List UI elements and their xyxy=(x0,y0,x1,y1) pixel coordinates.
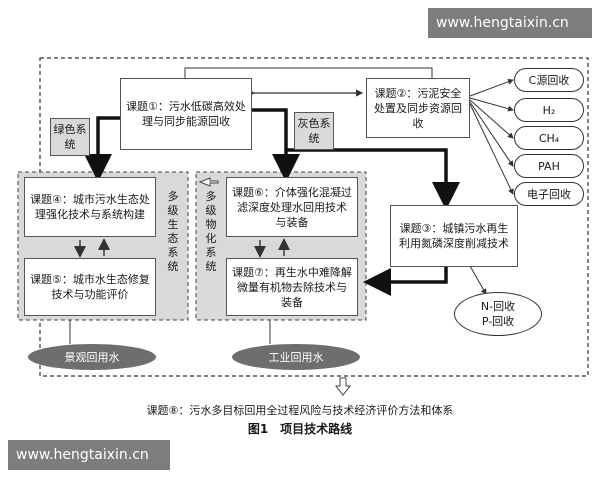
task-5-text: 课题⑤：城市水生态修复技术与功能评价 xyxy=(30,273,150,301)
multi-phys-label: 多级物化系统 xyxy=(205,190,217,273)
p-recovery-text: P-回收 xyxy=(481,315,515,328)
internal-arrows xyxy=(74,238,290,258)
task-3-box: 课题③：城镇污水再生利用氮磷深度削减技术 xyxy=(390,205,518,267)
figure-caption: 图1 项目技术路线 xyxy=(247,422,353,436)
green-system-text: 绿色系统 xyxy=(53,123,87,151)
task-5-box: 课题⑤：城市水生态修复技术与功能评价 xyxy=(24,258,156,316)
n-recovery-text: N-回收 xyxy=(480,300,516,313)
np-recovery-ellipse: N-回收 P-回收 xyxy=(454,292,542,336)
task-6-text: 课题⑥：介体强化混凝过滤深度处理水回用技术与装备 xyxy=(232,185,352,229)
multi-eco-label: 多级生态系统 xyxy=(167,190,179,273)
hollow-arrow-to-task8 xyxy=(334,377,352,396)
hollow-arrow-phys-to-eco xyxy=(198,177,219,187)
flow-t1-to-eco xyxy=(84,116,120,182)
task-7-box: 课题⑦：再生水中难降解微量有机物去除技术与装备 xyxy=(226,258,358,316)
recovery-electron: 电子回收 xyxy=(514,182,584,206)
task-6-box: 课题⑥：介体强化混凝过滤深度处理水回用技术与装备 xyxy=(226,177,358,237)
task-4-text: 课题④：城市污水生态处理强化技术与系统构建 xyxy=(30,193,150,221)
outer-dashed-frame xyxy=(39,57,589,377)
recovery-links xyxy=(469,78,514,195)
task-7-text: 课题⑦：再生水中难降解微量有机物去除技术与装备 xyxy=(232,265,352,309)
task-1-text: 课题①：污水低碳高效处理与同步能源回收 xyxy=(126,100,246,128)
flow-t3-to-t7 xyxy=(363,266,448,296)
watermark-bottom: www.hengtaixin.cn xyxy=(8,440,170,470)
green-system-label: 绿色系统 xyxy=(50,118,90,156)
gray-system-text: 灰色系统 xyxy=(297,117,331,145)
task-1-box: 课题①：污水低碳高效处理与同步能源回收 xyxy=(120,78,252,150)
task-4-box: 课题④：城市污水生态处理强化技术与系统构建 xyxy=(24,177,156,237)
flow-t1-to-phys xyxy=(250,108,300,182)
link-t3-np xyxy=(469,265,487,295)
recovery-h2: H₂ xyxy=(514,98,584,122)
landscape-water-ellipse: 景观回用水 xyxy=(28,344,156,370)
watermark-top: www.hengtaixin.cn xyxy=(428,8,592,38)
task-3-text: 课题③：城镇污水再生利用氮磷深度削减技术 xyxy=(399,222,509,250)
recovery-ch4: CH₄ xyxy=(514,126,584,150)
recovery-pah: PAH xyxy=(514,154,584,178)
task-8-caption: 课题⑧：污水多目标回用全过程风险与技术经济评价方法和体系 xyxy=(146,404,454,417)
gray-system-label: 灰色系统 xyxy=(294,112,334,150)
task-2-text: 课题②：污泥安全处置及同步资源回收 xyxy=(374,86,462,130)
task-2-box: 课题②：污泥安全处置及同步资源回收 xyxy=(366,78,470,138)
flow-t1-to-t3 xyxy=(286,148,460,210)
recovery-c-source: C源回收 xyxy=(514,68,584,92)
link-t1-recovery xyxy=(184,67,433,78)
industrial-water-ellipse: 工业回用水 xyxy=(232,344,360,370)
